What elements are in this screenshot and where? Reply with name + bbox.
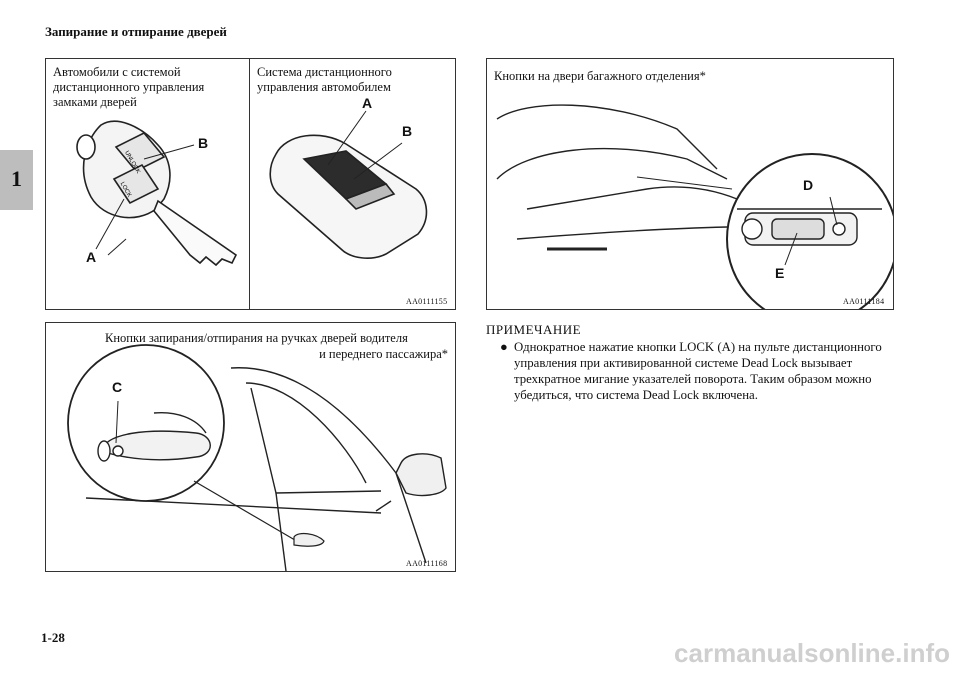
- figure-door-caption-line1: Кнопки запирания/отпирания на ручках две…: [105, 331, 408, 345]
- note-title: ПРИМЕЧАНИЕ: [486, 322, 582, 337]
- chapter-tab: 1: [0, 150, 33, 210]
- figure-keys-caption-right: Система дистанционного управления автомо…: [257, 65, 392, 94]
- key-illustration: UNLOCK LOCK: [76, 110, 428, 267]
- page-number: 1-28: [41, 630, 65, 645]
- trunk-label-d: D: [803, 177, 814, 193]
- chapter-tab-number: 1: [11, 166, 22, 191]
- figure-door-code: AA0111168: [406, 559, 448, 568]
- trunk-label-e: E: [775, 265, 785, 281]
- figure-trunk: Кнопки на двери багажного отделения* D E…: [486, 58, 894, 310]
- page-header: Запирание и отпирание дверей: [45, 24, 227, 39]
- watermark: carmanualsonline.info: [674, 638, 950, 668]
- remote-label-b: B: [402, 123, 413, 139]
- figure-keys-caption-left: Автомобили с системой дистанционного упр…: [53, 65, 205, 109]
- figure-door-caption-line2: и переднего пассажира*: [319, 347, 448, 361]
- note-body: ● Однократное нажатие кнопки LOCK (A) на…: [500, 339, 915, 403]
- figure-trunk-code: AA0111184: [843, 297, 885, 306]
- figure-trunk-caption: Кнопки на двери багажного отделения*: [494, 69, 706, 83]
- key-label-a: A: [86, 249, 97, 265]
- note-bullet: ●: [500, 340, 508, 354]
- figure-door: Кнопки запирания/отпирания на ручках две…: [45, 322, 456, 572]
- remote-label-a: A: [362, 95, 373, 111]
- key-label-b: B: [198, 135, 209, 151]
- figure-keys-code: AA0111155: [406, 297, 448, 306]
- trunk-illustration: [496, 104, 893, 309]
- figure-keys: Автомобили с системой дистанционного упр…: [45, 58, 456, 310]
- door-illustration: [67, 344, 447, 571]
- door-label-c: C: [112, 379, 123, 395]
- figure-divider: [249, 59, 250, 309]
- note-text: Однократное нажатие кнопки LOCK (A) на п…: [514, 340, 882, 402]
